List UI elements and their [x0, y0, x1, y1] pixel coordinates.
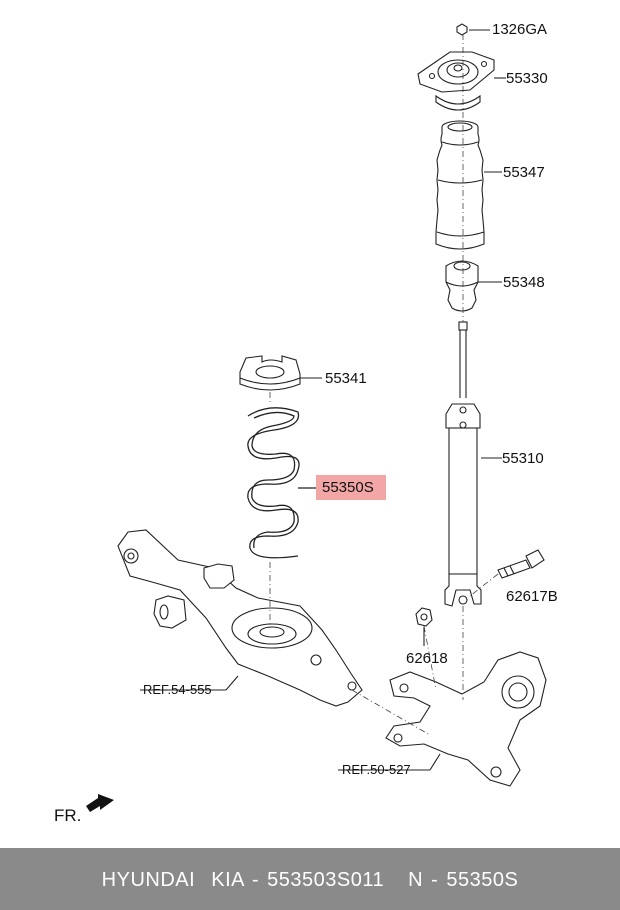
footer-bar: HYUNDAI KIA - 553503S011 N - 55350S: [0, 848, 620, 910]
part-label-55348[interactable]: 55348: [503, 274, 545, 291]
front-arrow-icon: [86, 794, 114, 812]
part-label-55350S[interactable]: 55350S: [322, 479, 374, 496]
dust-boot-55347-drawing: [435, 120, 502, 250]
front-direction-label: FR.: [54, 806, 82, 825]
footer-part-ref: N - 55350S: [408, 869, 519, 891]
part-label-55347[interactable]: 55347: [503, 164, 545, 181]
footer-brand: HYUNDAI KIA - 553503S011: [101, 869, 385, 891]
part-label-55310[interactable]: 55310: [502, 450, 544, 467]
footer-text: HYUNDAI KIA - 553503S011 N - 55350S: [0, 869, 620, 892]
knuckle-drawing: [338, 651, 547, 787]
part-label-55341[interactable]: 55341: [325, 370, 367, 387]
ref-label-50-527[interactable]: REF.50-527: [342, 762, 411, 777]
coil-spring-55350S-drawing: [247, 407, 316, 559]
lower-arm-drawing: [117, 529, 363, 707]
ref-label-54-555[interactable]: REF.54-555: [143, 682, 212, 697]
nut-1326GA-drawing: [456, 23, 490, 36]
spring-pad-55341-drawing: [239, 355, 322, 391]
part-label-55330[interactable]: 55330: [506, 70, 548, 87]
shock-absorber-55310-drawing: [444, 321, 502, 607]
alignment-lines: [269, 34, 499, 736]
strut-mount-55330-drawing: [417, 51, 506, 111]
bump-stopper-55348-drawing: [445, 260, 502, 312]
nut-62618-drawing: [415, 607, 433, 646]
bolt-62617B-drawing: [497, 549, 545, 579]
part-label-62618[interactable]: 62618: [406, 650, 448, 667]
highlight-box: [316, 475, 386, 500]
parts-diagram: [86, 23, 547, 812]
part-label-62617B[interactable]: 62617B: [506, 588, 558, 605]
part-label-1326GA[interactable]: 1326GA: [492, 21, 548, 38]
